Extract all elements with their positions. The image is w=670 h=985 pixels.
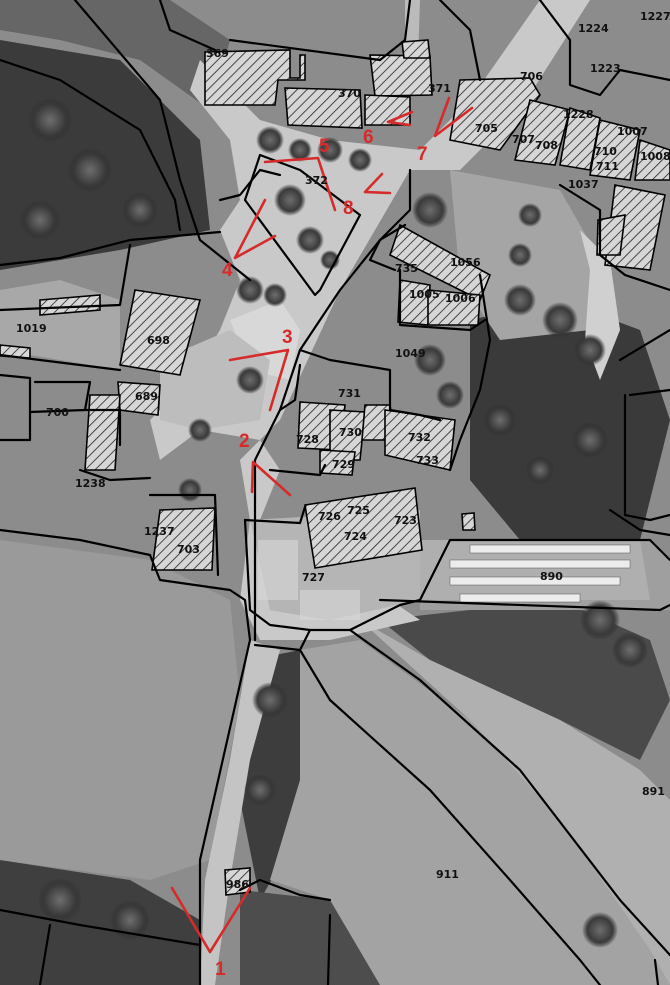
parcel-number-1224: 1224 <box>578 22 609 35</box>
vp-1-sightline <box>170 886 252 954</box>
parcel-number-986: 986 <box>226 878 249 891</box>
buildings-layer <box>0 39 670 896</box>
view-point-label-5: 5 <box>319 136 330 157</box>
parcel-number-1037: 1037 <box>568 178 599 191</box>
parcel-number-724: 724 <box>344 530 367 543</box>
parcel-number-732: 732 <box>408 431 431 444</box>
vp-7-sightline <box>433 96 474 138</box>
vp-3-sightline <box>228 348 290 412</box>
view-point-label-4: 4 <box>222 260 233 281</box>
parcel-number-733: 733 <box>416 454 439 467</box>
parcel-number-729: 729 <box>332 458 355 471</box>
parcel-number-698: 698 <box>147 334 170 347</box>
parcel-number-1005: 1005 <box>409 288 440 301</box>
parcel-number-689: 689 <box>135 390 158 403</box>
parcel-number-370: 370 <box>338 87 361 100</box>
parcel-number-735: 735 <box>395 262 418 275</box>
parcel-number-700: 700 <box>46 406 69 419</box>
parcel-number-890: 890 <box>540 570 563 583</box>
view-point-label-3: 3 <box>282 327 293 348</box>
parcel-number-1056: 1056 <box>450 256 481 269</box>
parcel-number-725: 725 <box>347 504 370 517</box>
parcel-number-726: 726 <box>318 510 341 523</box>
parcel-number-711: 711 <box>596 160 619 173</box>
cemetery-graves <box>258 540 360 620</box>
view-point-label-7: 7 <box>417 144 428 165</box>
caravan-rows <box>449 544 631 603</box>
parcel-number-371: 371 <box>428 82 451 95</box>
parcel-number-710: 710 <box>594 145 617 158</box>
vp-8-sightline <box>363 172 392 195</box>
parcel-number-891: 891 <box>642 785 665 798</box>
parcel-number-911: 911 <box>436 868 459 881</box>
parcel-number-707: 707 <box>512 133 535 146</box>
parcel-number-372: 372 <box>305 174 328 187</box>
parcel-number-730: 730 <box>339 426 362 439</box>
parcel-number-1223: 1223 <box>590 62 621 75</box>
parcel-number-1019: 1019 <box>16 322 47 335</box>
vp-5-sightline <box>263 156 337 212</box>
parcel-number-1049: 1049 <box>395 347 426 360</box>
parcel-number-705: 705 <box>475 122 498 135</box>
view-point-label-1: 1 <box>215 959 226 980</box>
parcel-number-731: 731 <box>338 387 361 400</box>
view-point-markers <box>170 96 474 954</box>
parcel-number-728: 728 <box>296 433 319 446</box>
view-point-label-6: 6 <box>363 127 374 148</box>
parcel-number-706: 706 <box>520 70 543 83</box>
parcel-number-369: 369 <box>206 47 229 60</box>
parcel-number-1006: 1006 <box>445 292 476 305</box>
parcel-number-1237: 1237 <box>144 525 175 538</box>
view-point-label-8: 8 <box>343 198 354 219</box>
vp-6-sightline <box>386 110 414 127</box>
parcel-number-723: 723 <box>394 514 417 527</box>
parcel-number-1007: 1007 <box>617 125 648 138</box>
parcel-number-708: 708 <box>535 139 558 152</box>
parcel-number-1227: 1227 <box>640 10 670 23</box>
parcel-number-727: 727 <box>302 571 325 584</box>
view-point-labels: 1 2 3 4 5 6 7 8 <box>215 127 428 980</box>
vp-4-sightline <box>233 198 277 260</box>
parcel-number-1238: 1238 <box>75 477 106 490</box>
vp-2-sightline <box>250 460 292 497</box>
view-point-label-2: 2 <box>239 431 250 452</box>
parcel-number-703: 703 <box>177 543 200 556</box>
tree-canopy-group <box>20 98 648 948</box>
parcel-number-1008: 1008 <box>640 150 670 163</box>
parcel-number-1228: 1228 <box>563 108 594 121</box>
